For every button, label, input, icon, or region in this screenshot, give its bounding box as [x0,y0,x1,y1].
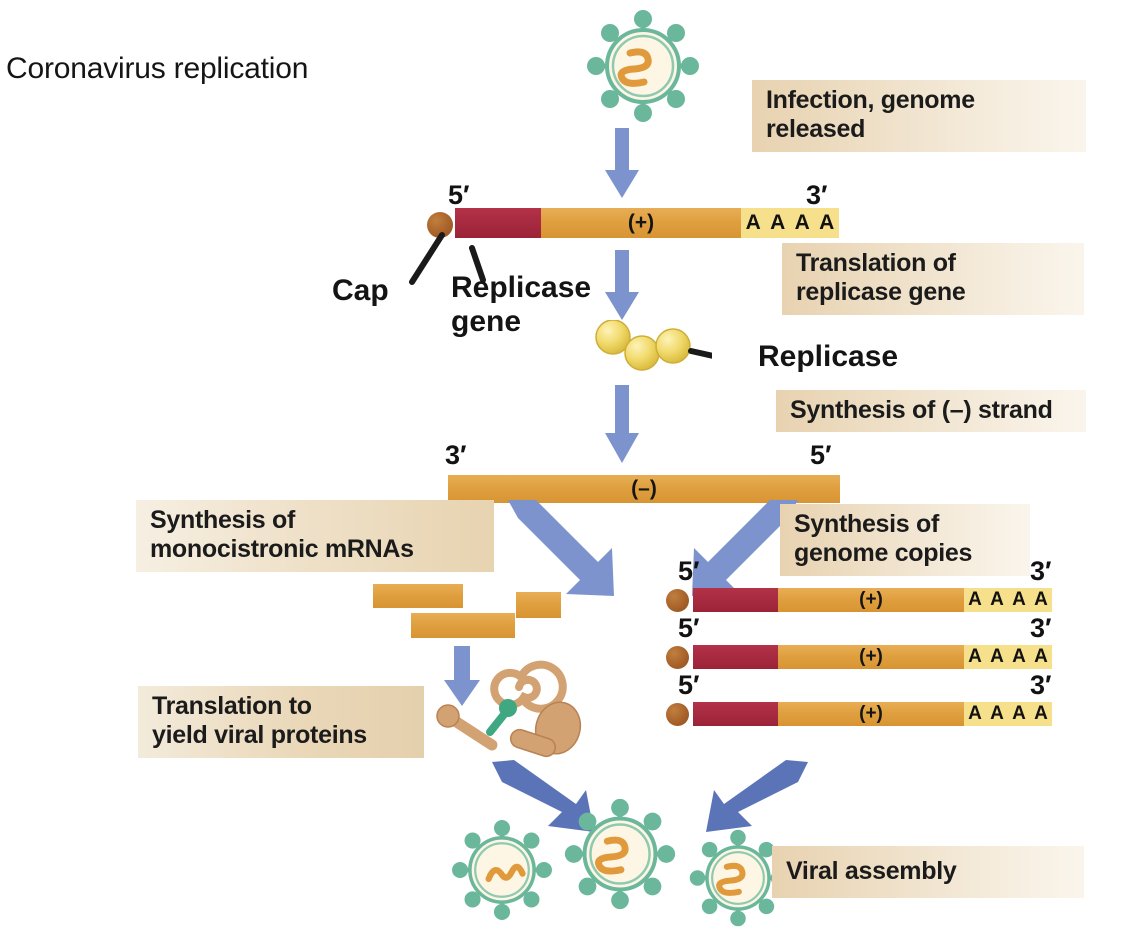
arrow-assembly-left [492,760,594,832]
genome-copy-1-cap [666,589,689,612]
polya-a-4: A [819,211,835,234]
genome-copy-1-replicase-gene [693,588,778,612]
genome-copy-3-5prime: 5′ [678,670,700,700]
genome-copy-2-polya-a1: A [968,646,982,667]
membrane-blob-tan-icon [509,701,582,758]
genome-copy-1-polya-a2: A [990,589,1004,610]
genome-5prime-label: 5′ [448,180,470,210]
minus-strand-sign: (–) [631,477,657,500]
polya-a-2: A [770,211,786,234]
label-replicase-gene-line2: gene [451,304,522,338]
genome-copy-1-polya-a4: A [1034,589,1048,610]
callout-synthesis-mrna-line2: monocistronic mRNAs [150,535,414,563]
polya-a-3: A [794,211,810,234]
genome-copy-3-polya-a2: A [990,703,1004,724]
genome-copy-2-5prime: 5′ [678,613,700,643]
genome-copy-1-polya: A A A A [964,588,1052,612]
label-replicase-gene: Replicase gene [451,271,591,338]
genome-copy-3-polya-a1: A [968,703,982,724]
nucleocapsid-spiral-icon [490,660,567,713]
arrow-to-mrna [508,500,614,596]
spike-pin-green-icon [486,699,517,736]
mrna-segment-2 [411,613,515,638]
genome-copy-1-5prime: 5′ [678,556,700,586]
virion-bottom-2 [564,798,676,910]
protein-pin-tan-icon [436,704,498,751]
genome-copy-3-cap [666,703,689,726]
genome-copy-1-plus-bar: (+) [778,588,964,612]
callout-synthesis-genome-line2: genome copies [794,539,973,567]
callout-translation-replicase-line2: replicase gene [796,278,966,306]
genome-copy-1-polya-a1: A [968,589,982,610]
replicase-spheres [595,320,712,371]
leader-lines-genome [409,232,486,285]
polya-a-1: A [745,211,761,234]
genome-copy-3-replicase-gene [693,702,778,726]
callout-synthesis-minus: Synthesis of (–) strand [776,390,1086,432]
plus-strand-sign: (+) [627,211,655,234]
polya-tail: A A A A [741,208,839,238]
virion-top [587,10,699,122]
callout-synthesis-minus-text: Synthesis of (–) strand [790,395,1053,424]
virion-bottom-3 [689,829,787,927]
label-replicase-gene-line1: Replicase [451,271,592,304]
replicase-gene-bar [455,208,541,238]
genome-copy-1-3prime: 3′ [1030,556,1052,586]
callout-infection: Infection, genome released [752,80,1086,152]
arrow-assembly-right [706,760,808,832]
arrow-synthesis-minus [605,385,639,463]
genome-plus-bar: (+) [541,208,741,238]
page-title: Coronavirus replication [6,52,309,85]
label-cap: Cap [332,274,389,307]
genome-copy-2-plus-bar: (+) [778,645,964,669]
arrow-infection [605,128,639,198]
callout-translation-proteins: Translation to yield viral proteins [138,686,424,758]
genome-copy-2-3prime: 3′ [1030,613,1052,643]
genome-copy-2-polya-a4: A [1034,646,1048,667]
callout-synthesis-genome-copies: Synthesis of genome copies [780,504,1030,576]
minus-strand-5prime-label: 5′ [810,440,832,470]
genome-copy-3-polya-a3: A [1012,703,1026,724]
callout-translation-proteins-line2: yield viral proteins [152,721,367,749]
callout-synthesis-mrna-line1: Synthesis of [150,506,296,534]
genome-copy-1-sign: (+) [859,589,883,610]
genome-copy-3-polya: A A A A [964,702,1052,726]
minus-strand-bar: (–) [448,475,840,503]
callout-infection-line1: Infection, genome [766,86,975,114]
genome-copy-1-polya-a3: A [1012,589,1026,610]
callout-viral-assembly-text: Viral assembly [786,856,957,885]
arrow-to-genome-copies [692,500,798,596]
mrna-segment-3 [516,592,561,618]
callout-viral-assembly: Viral assembly [772,846,1084,898]
genome-3prime-label: 3′ [806,180,828,210]
callout-translation-proteins-line1: Translation to [152,692,312,720]
callout-translation-replicase: Translation of replicase gene [782,243,1084,315]
genome-copy-2-polya: A A A A [964,645,1052,669]
arrow-translation-proteins [444,646,480,706]
virion-bottom-1 [452,820,552,920]
genome-copy-2-sign: (+) [859,646,883,667]
genome-copy-3-plus-bar: (+) [778,702,964,726]
callout-synthesis-genome-line1: Synthesis of [794,510,940,538]
viral-proteins [436,660,582,758]
arrow-translation-replicase [605,250,639,320]
genome-copy-2-cap [666,646,689,669]
mrna-segment-1 [373,584,463,608]
genome-copy-2-replicase-gene [693,645,778,669]
callout-infection-line2: released [766,115,866,143]
genome-copy-3-polya-a4: A [1034,703,1048,724]
genome-copy-3-3prime: 3′ [1030,670,1052,700]
genome-copy-2-polya-a3: A [1012,646,1026,667]
genome-copy-2-polya-a2: A [990,646,1004,667]
label-replicase: Replicase [758,340,899,373]
callout-synthesis-mrna: Synthesis of monocistronic mRNAs [136,500,494,572]
minus-strand-3prime-label: 3′ [445,440,467,470]
callout-translation-replicase-line1: Translation of [796,249,956,277]
genome-copy-3-sign: (+) [859,703,883,724]
